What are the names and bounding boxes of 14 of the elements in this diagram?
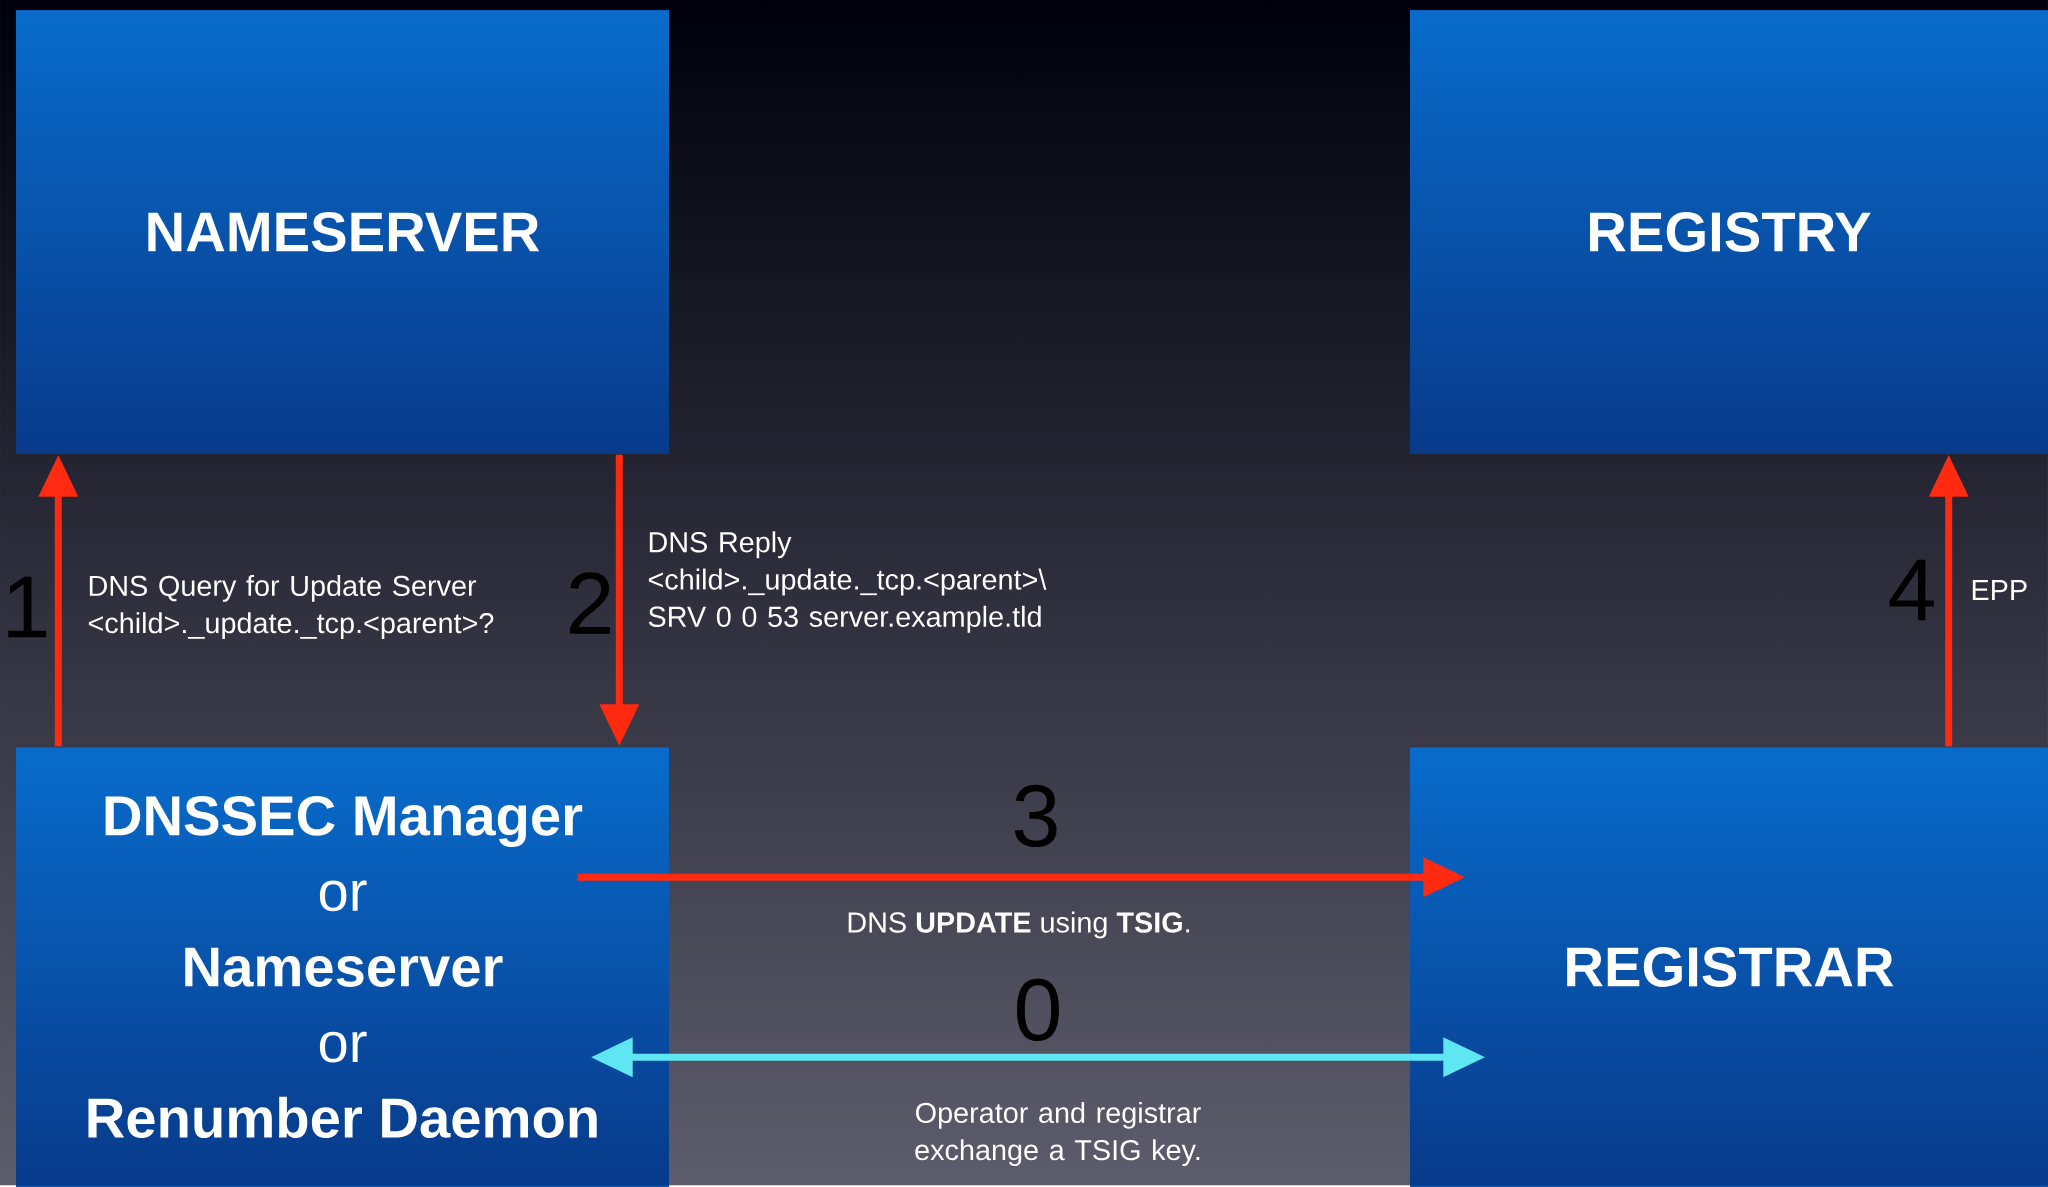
step-description: DNS Query for Update Server <child>._update._tcp.<parent>? (88, 574, 494, 640)
step-number: 0 (1017, 978, 1059, 1042)
step-description: EPP (1972, 580, 2027, 600)
box: REGISTRY (1410, 10, 2048, 454)
step-description: DNS UPDATE using TSIG. (848, 911, 1190, 939)
box: REGISTRAR (1410, 747, 2048, 1187)
step-description: DNS Reply <child>._update._tcp.<parent>\ SRV 0 0 53 server.example.tld (648, 531, 1047, 633)
step-number: 4 (1889, 559, 1934, 621)
box: DNSSEC Manager or Nameserver or Renumber Daemon (16, 747, 669, 1187)
step-number: 1 (8, 576, 47, 638)
box: NAMESERVER (16, 10, 669, 454)
step-number: 3 (1014, 784, 1057, 848)
step-number: 2 (570, 572, 610, 634)
step-description: Operator and registrar exchange a TSIG key. (915, 1101, 1201, 1167)
